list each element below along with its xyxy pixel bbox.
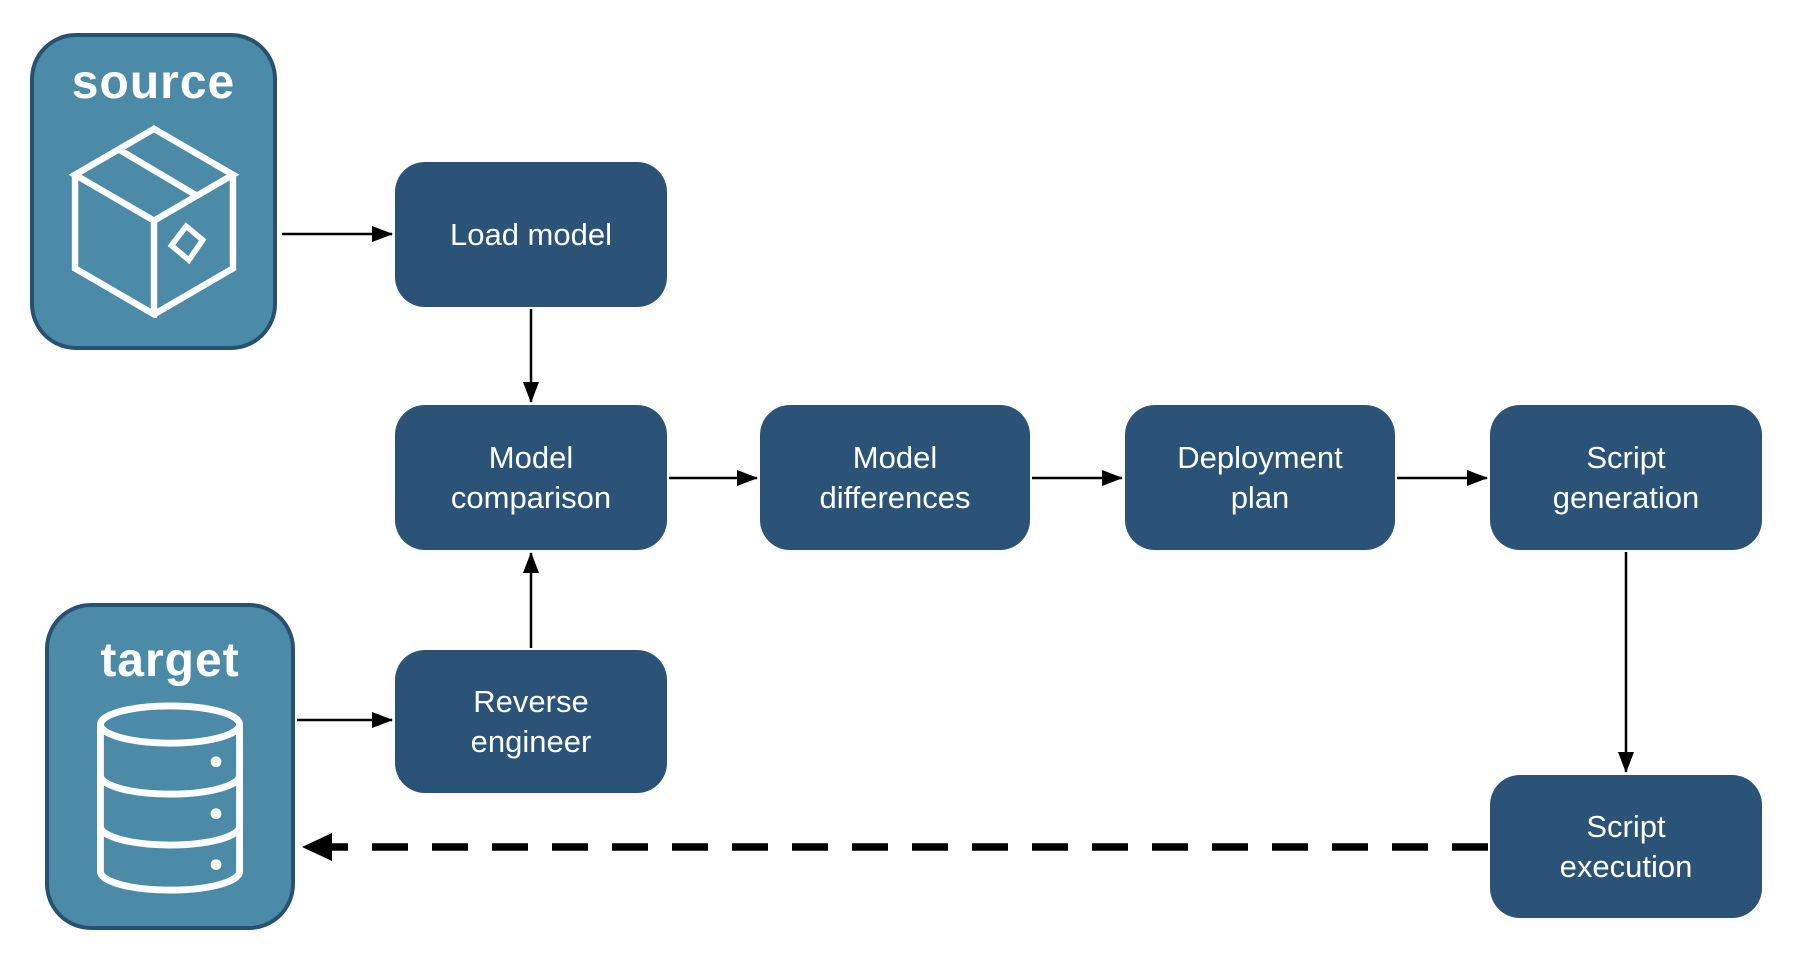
node-script-execution-label: Script execution: [1559, 809, 1693, 884]
endpoint-source: source: [30, 33, 277, 350]
node-deployment-plan: Deployment plan: [1125, 405, 1395, 550]
node-script-generation: Script generation: [1490, 405, 1762, 550]
node-script-execution: Script execution: [1490, 775, 1762, 918]
node-script-generation-label: Script generation: [1552, 440, 1700, 515]
node-deployment-plan-label: Deployment plan: [1177, 440, 1343, 515]
endpoint-target: target: [45, 603, 295, 930]
node-model-differences-label: Model differences: [819, 440, 971, 515]
node-model-differences: Model differences: [760, 405, 1030, 550]
database-icon: [97, 702, 243, 894]
node-load-model: Load model: [395, 162, 667, 307]
endpoint-source-label: source: [71, 56, 236, 109]
endpoint-target-label: target: [100, 634, 240, 687]
node-model-comparison-label: Model comparison: [450, 440, 612, 515]
node-model-comparison: Model comparison: [395, 405, 667, 550]
node-reverse-engineer: Reverse engineer: [395, 650, 667, 793]
node-load-model-label: Load model: [449, 216, 612, 252]
node-reverse-engineer-label: Reverse engineer: [470, 684, 592, 759]
package-icon: [68, 125, 239, 318]
